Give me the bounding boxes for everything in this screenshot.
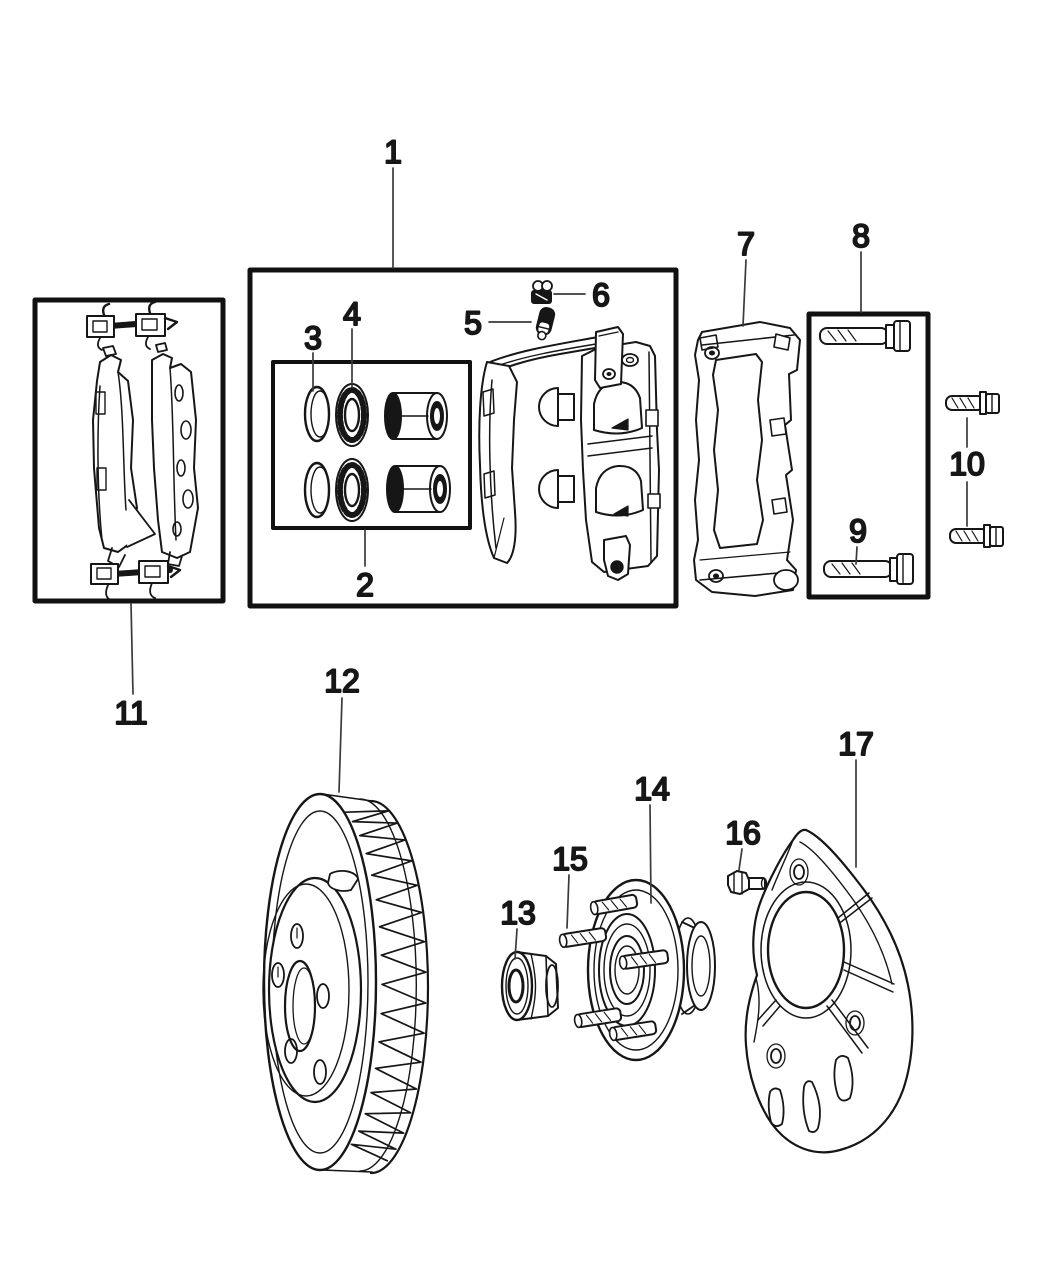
guide-pin-upper — [819, 320, 911, 352]
bleeder-screw — [535, 307, 556, 341]
leader-line-16 — [738, 848, 743, 871]
callout-7[interactable]: 7 — [736, 225, 756, 263]
callout-4[interactable]: 4 — [342, 295, 362, 333]
callout-17[interactable]: 17 — [837, 725, 875, 763]
callout-11[interactable]: 11 — [113, 694, 148, 732]
caliper-piston-upper — [384, 392, 448, 440]
piston-boot-lower — [335, 458, 369, 522]
callout-12[interactable]: 12 — [323, 662, 361, 700]
brake-pad-kit-box — [32, 297, 226, 604]
callout-14[interactable]: 14 — [633, 770, 671, 808]
wheel-stud — [558, 893, 670, 1042]
piston-boot-upper — [335, 383, 369, 447]
brake-pad-right — [151, 342, 199, 567]
o-ring-lower — [303, 461, 331, 519]
rotor-lug-holes — [271, 923, 330, 1085]
bleeder-screw-cap — [531, 280, 553, 304]
callout-13[interactable]: 13 — [499, 894, 537, 932]
hub-bearing-assembly — [558, 878, 716, 1062]
leader-line-7 — [742, 259, 747, 327]
splash-shield — [744, 828, 914, 1154]
callout-3[interactable]: 3 — [303, 319, 323, 357]
brake-rotor — [262, 792, 430, 1175]
caliper-adapter-bracket — [693, 321, 801, 597]
leader-line-9 — [855, 546, 858, 565]
callout-9[interactable]: 9 — [848, 512, 868, 550]
leader-line-14 — [649, 804, 652, 904]
callout-2[interactable]: 2 — [355, 566, 375, 604]
o-ring-upper — [303, 385, 331, 443]
callout-1[interactable]: 1 — [383, 133, 403, 171]
guide-pin-box — [806, 311, 931, 600]
adapter-bolt-lower — [949, 524, 1004, 548]
rotor-vent-fins — [344, 809, 427, 1162]
piston-seal-kit-box — [271, 360, 472, 530]
leader-line-11 — [130, 603, 134, 695]
shield-bolt — [727, 870, 768, 895]
adapter-bolt-upper — [945, 391, 1000, 415]
brake-pad-left — [92, 345, 156, 568]
pad-retainer-clip-top — [86, 300, 179, 351]
caliper-assembly-box — [247, 267, 679, 609]
leader-line-13 — [514, 928, 518, 960]
leader-line-15 — [566, 874, 570, 929]
callout-8[interactable]: 8 — [851, 217, 871, 255]
callout-15[interactable]: 15 — [551, 840, 589, 878]
caliper-piston-lower — [386, 465, 451, 513]
callout-10[interactable]: 10 — [948, 445, 986, 483]
leader-line-12 — [338, 697, 343, 793]
hub-nut — [500, 950, 559, 1022]
callout-6[interactable]: 6 — [591, 276, 611, 314]
brake-caliper — [478, 326, 661, 581]
pad-retainer-clip-bottom — [90, 560, 182, 601]
callout-5[interactable]: 5 — [463, 304, 483, 342]
guide-pin-lower — [823, 553, 914, 585]
rotor-vent-hatch-path — [344, 809, 427, 1162]
callout-16[interactable]: 16 — [724, 814, 762, 852]
